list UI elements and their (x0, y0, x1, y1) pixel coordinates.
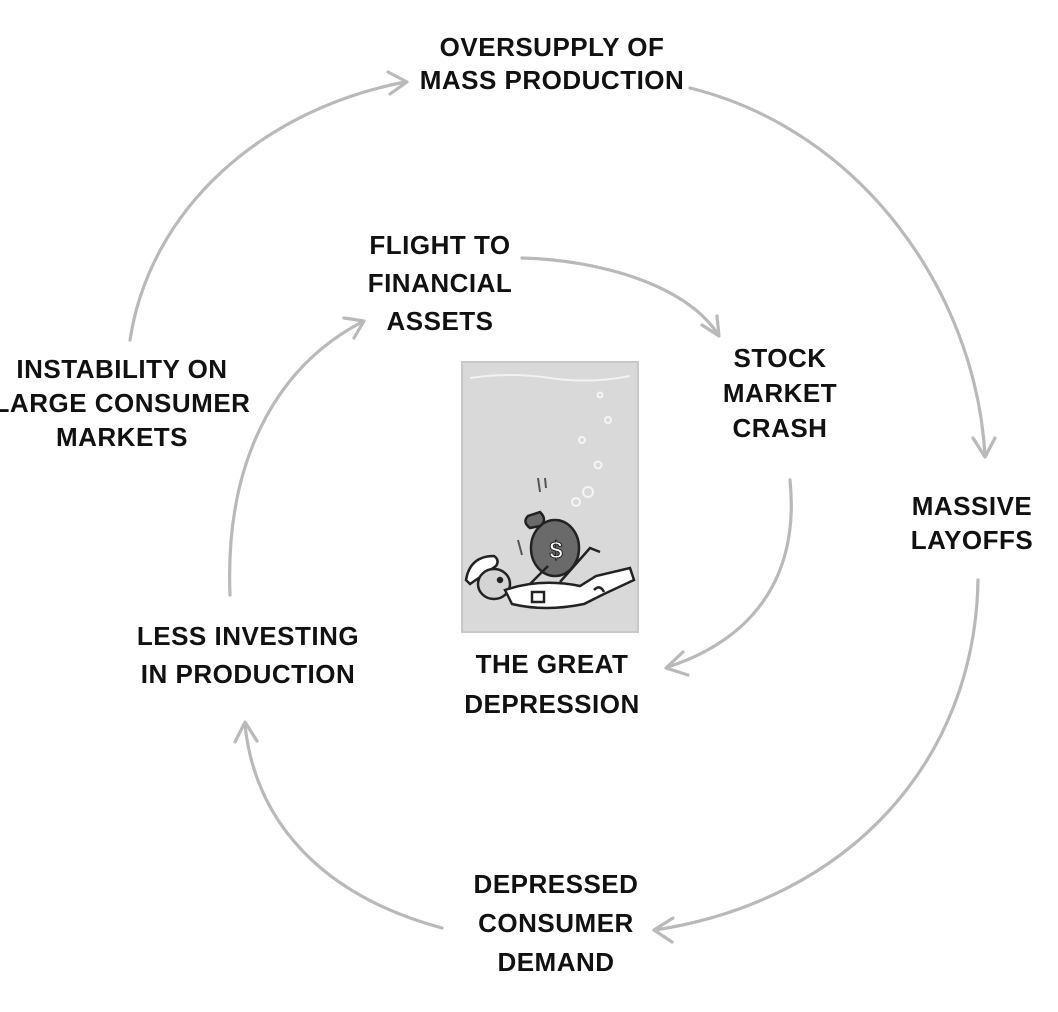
label-layoffs-line-2: LAYOFFS (911, 525, 1033, 555)
arrowhead-oversupply-to-layoffs (971, 436, 997, 459)
label-flight-line-1: FLIGHT TO (369, 230, 510, 260)
label-less-investing-line-1: LESS INVESTING (137, 621, 359, 651)
arrowhead-crash-to-depression (664, 650, 690, 677)
motion-lines (517, 477, 547, 556)
label-flight: FLIGHT TO FINANCIAL ASSETS (368, 230, 513, 336)
label-instability: INSTABILITY ON LARGE CONSUMER MARKETS (0, 354, 250, 452)
label-layoffs-line-1: MASSIVE (912, 491, 1033, 521)
sinking-worker-money-bag-illustration: $ (461, 361, 639, 633)
label-demand: DEPRESSED CONSUMER DEMAND (474, 869, 639, 977)
label-instability-line-2: LARGE CONSUMER (0, 388, 250, 418)
label-less-investing: LESS INVESTING IN PRODUCTION (137, 621, 359, 689)
label-instability-line-3: MARKETS (56, 422, 188, 452)
outer-cycle-arrows (128, 70, 997, 944)
label-less-investing-line-2: IN PRODUCTION (141, 659, 356, 689)
label-oversupply-line-1: OVERSUPPLY OF (440, 32, 665, 62)
label-demand-line-2: CONSUMER (478, 908, 634, 938)
arrow-less-investing-to-flight (228, 320, 364, 597)
arrow-flight-to-crash (520, 256, 719, 335)
label-depression: THE GREAT DEPRESSION (464, 649, 640, 719)
label-demand-line-3: DEMAND (497, 947, 614, 977)
arrow-demand-to-less-investing (243, 723, 444, 930)
money-bag: $ (524, 510, 581, 578)
label-instability-line-1: INSTABILITY ON (16, 354, 227, 384)
label-crash-line-2: MARKET (723, 378, 837, 408)
label-demand-line-1: DEPRESSED (474, 869, 639, 899)
worker-figure (464, 546, 636, 610)
label-crash-line-3: CRASH (733, 413, 828, 443)
label-oversupply-line-2: MASS PRODUCTION (420, 65, 685, 95)
label-depression-line-1: THE GREAT (476, 649, 629, 679)
arrowhead-less-investing-to-flight (342, 316, 366, 340)
arrowhead-demand-to-less-investing (233, 720, 259, 744)
money-bag-symbol: $ (549, 537, 563, 564)
arrow-instability-to-oversupply (128, 80, 407, 342)
arrowhead-flight-to-crash (700, 314, 721, 338)
label-depression-line-2: DEPRESSION (464, 689, 640, 719)
arrow-layoffs-to-demand (653, 578, 980, 932)
label-crash: STOCK MARKET CRASH (723, 343, 837, 443)
arrowhead-layoffs-to-demand (652, 916, 675, 944)
arrow-oversupply-to-layoffs (688, 86, 987, 457)
arrow-crash-to-depression (666, 478, 793, 669)
bubbles (571, 391, 612, 507)
inner-cycle-arrows (228, 256, 793, 677)
arrowhead-instability-to-oversupply (386, 70, 409, 96)
water-surface-line (469, 374, 631, 382)
label-flight-line-2: FINANCIAL (368, 268, 513, 298)
label-flight-line-3: ASSETS (386, 306, 493, 336)
label-layoffs: MASSIVE LAYOFFS (911, 491, 1033, 555)
label-crash-line-1: STOCK (733, 343, 826, 373)
